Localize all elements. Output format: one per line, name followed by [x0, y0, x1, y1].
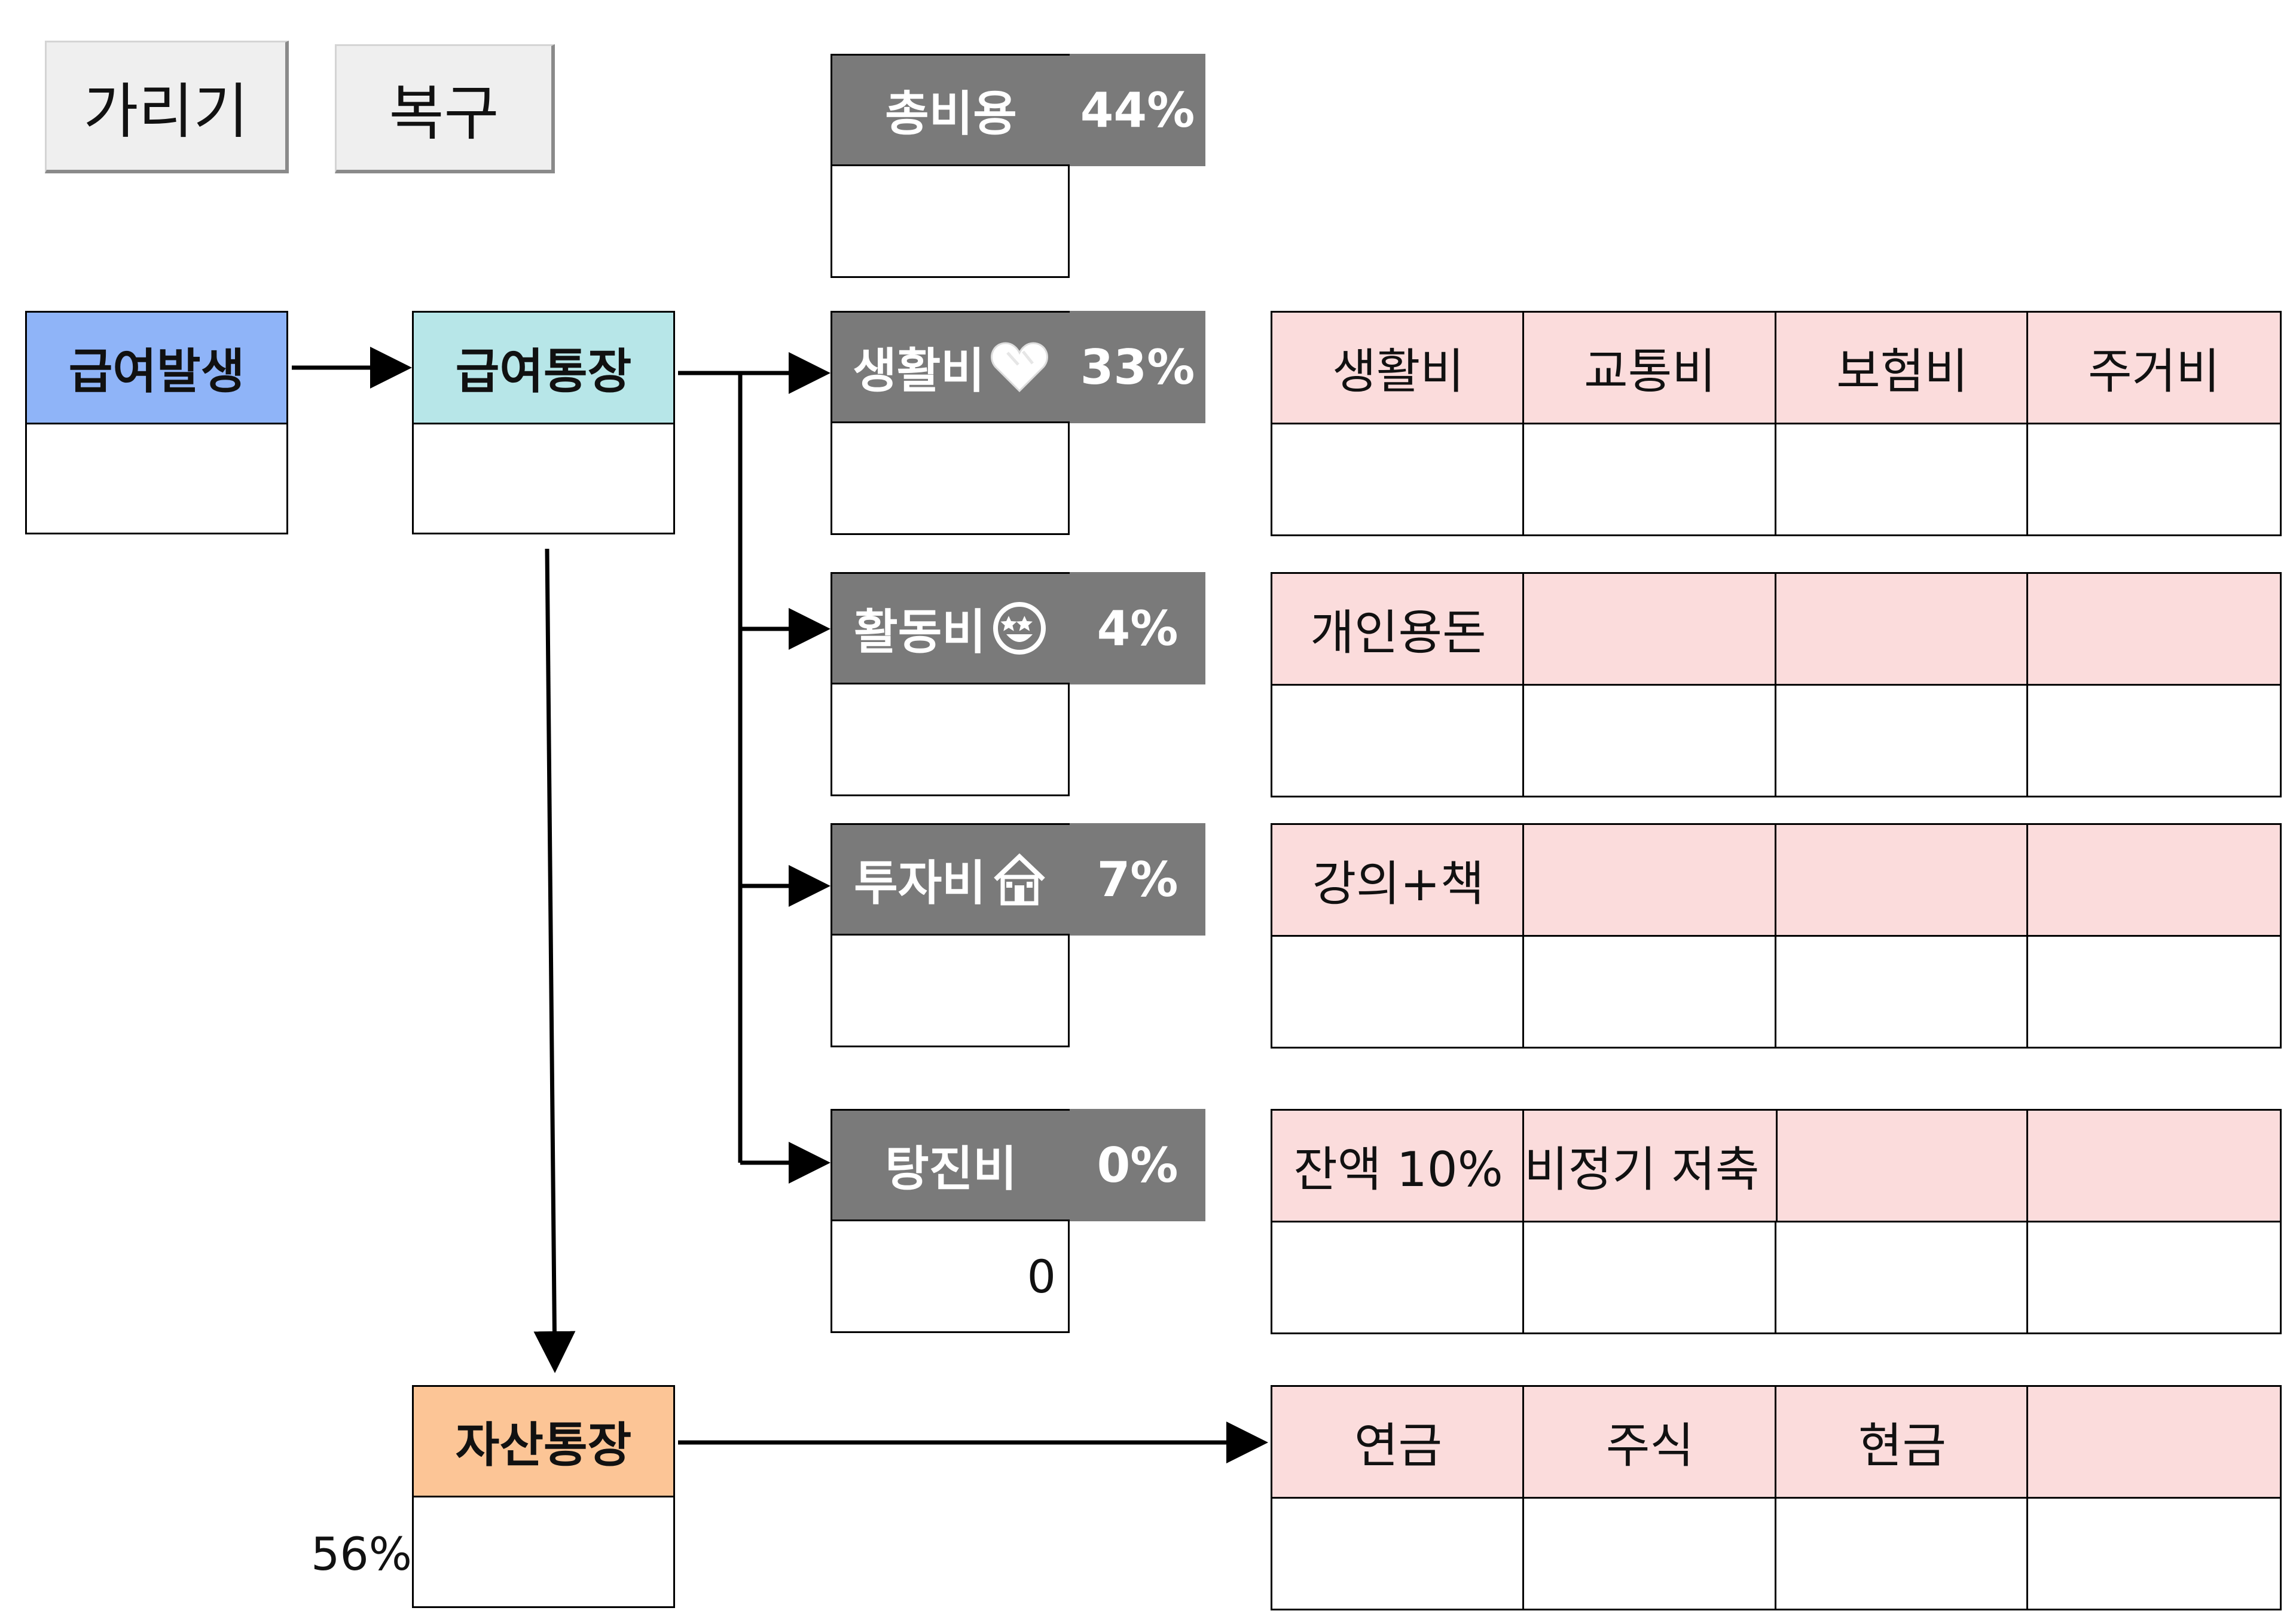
investment-detail-value-2[interactable] — [1522, 935, 1778, 1049]
living-detail-header-2: 교통비 — [1522, 311, 1778, 424]
spending-cost-percent: 0% — [1070, 1109, 1205, 1221]
salary-occurrence-value[interactable] — [25, 423, 288, 534]
activity-detail-header-4 — [2026, 572, 2282, 686]
investment-detail-value-4[interactable] — [2026, 935, 2282, 1049]
living-detail-value-1[interactable] — [1271, 423, 1526, 536]
activity-detail-header-2 — [1522, 572, 1778, 686]
restore-button[interactable]: 복구 — [335, 44, 555, 173]
activity-detail-value-4[interactable] — [2026, 684, 2282, 797]
living-detail-header-4: 주거비 — [2026, 311, 2282, 424]
activity-detail-header-3 — [1775, 572, 2030, 686]
asset-detail-value-1[interactable] — [1271, 1497, 1526, 1610]
total-cost-value[interactable] — [831, 164, 1070, 278]
investment-detail-value-3[interactable] — [1775, 935, 2030, 1049]
star-struck-face-icon — [991, 600, 1048, 657]
arrow-account-to-asset — [533, 548, 576, 1373]
spending-detail-value-3[interactable] — [1775, 1221, 2030, 1334]
living-detail-header-1: 생활비 — [1271, 311, 1526, 424]
salary-occurrence-header: 급여발생 — [25, 311, 288, 424]
activity-cost-percent: 4% — [1070, 572, 1205, 684]
heart-icon — [990, 341, 1049, 393]
asset-detail-value-3[interactable] — [1775, 1497, 2030, 1610]
living-detail-value-3[interactable] — [1775, 423, 2030, 536]
total-cost-header: 총비용 — [831, 54, 1070, 166]
spending-cost-header: 탕진비 — [831, 1109, 1070, 1221]
asset-detail-value-2[interactable] — [1522, 1497, 1778, 1610]
living-detail-value-4[interactable] — [2026, 423, 2282, 536]
spending-detail-header-3 — [1775, 1109, 2030, 1222]
asset-account-percent: 56% — [311, 1527, 412, 1581]
total-cost-percent: 44% — [1070, 54, 1205, 166]
spending-cost-value[interactable]: 0 — [831, 1219, 1070, 1333]
asset-account-value[interactable] — [412, 1496, 675, 1608]
investment-cost-header: 투자비 — [831, 823, 1070, 936]
living-cost-value[interactable] — [831, 421, 1070, 535]
spending-detail-header-2: 비정기 저축 — [1522, 1109, 1778, 1222]
living-detail-value-2[interactable] — [1522, 423, 1778, 536]
activity-detail-value-3[interactable] — [1775, 684, 2030, 797]
activity-cost-header: 활동비 — [831, 572, 1070, 684]
asset-detail-header-3: 현금 — [1775, 1385, 2030, 1499]
investment-detail-value-1[interactable] — [1271, 935, 1526, 1049]
activity-detail-value-2[interactable] — [1522, 684, 1778, 797]
asset-account-header: 자산통장 — [412, 1385, 675, 1497]
living-cost-header: 생활비 — [831, 311, 1070, 423]
investment-detail-header-1: 강의+책 — [1271, 823, 1526, 937]
investment-detail-header-4 — [2026, 823, 2282, 937]
living-cost-percent: 33% — [1070, 311, 1205, 423]
salary-account-value[interactable] — [412, 423, 675, 534]
hide-button[interactable]: 가리기 — [45, 41, 289, 173]
investment-cost-value[interactable] — [831, 934, 1070, 1047]
spending-detail-header-1: 잔액 10% — [1271, 1109, 1526, 1222]
investment-detail-header-3 — [1775, 823, 2030, 937]
activity-cost-value[interactable] — [831, 683, 1070, 796]
spending-detail-value-2[interactable] — [1522, 1221, 1778, 1334]
asset-detail-value-4[interactable] — [2026, 1497, 2282, 1610]
activity-detail-header-1: 개인용돈 — [1271, 572, 1526, 686]
spending-detail-header-4 — [2026, 1109, 2282, 1222]
investment-cost-percent: 7% — [1070, 823, 1205, 936]
asset-detail-header-1: 연금 — [1271, 1385, 1526, 1499]
living-detail-header-3: 보험비 — [1775, 311, 2030, 424]
spending-detail-value-1[interactable] — [1271, 1221, 1526, 1334]
asset-detail-header-4 — [2026, 1385, 2282, 1499]
spending-detail-value-4[interactable] — [2026, 1221, 2282, 1334]
salary-account-header: 급여통장 — [412, 311, 675, 424]
investment-detail-header-2 — [1522, 823, 1778, 937]
house-icon — [991, 851, 1048, 908]
asset-detail-header-2: 주식 — [1522, 1385, 1778, 1499]
activity-detail-value-1[interactable] — [1271, 684, 1526, 797]
